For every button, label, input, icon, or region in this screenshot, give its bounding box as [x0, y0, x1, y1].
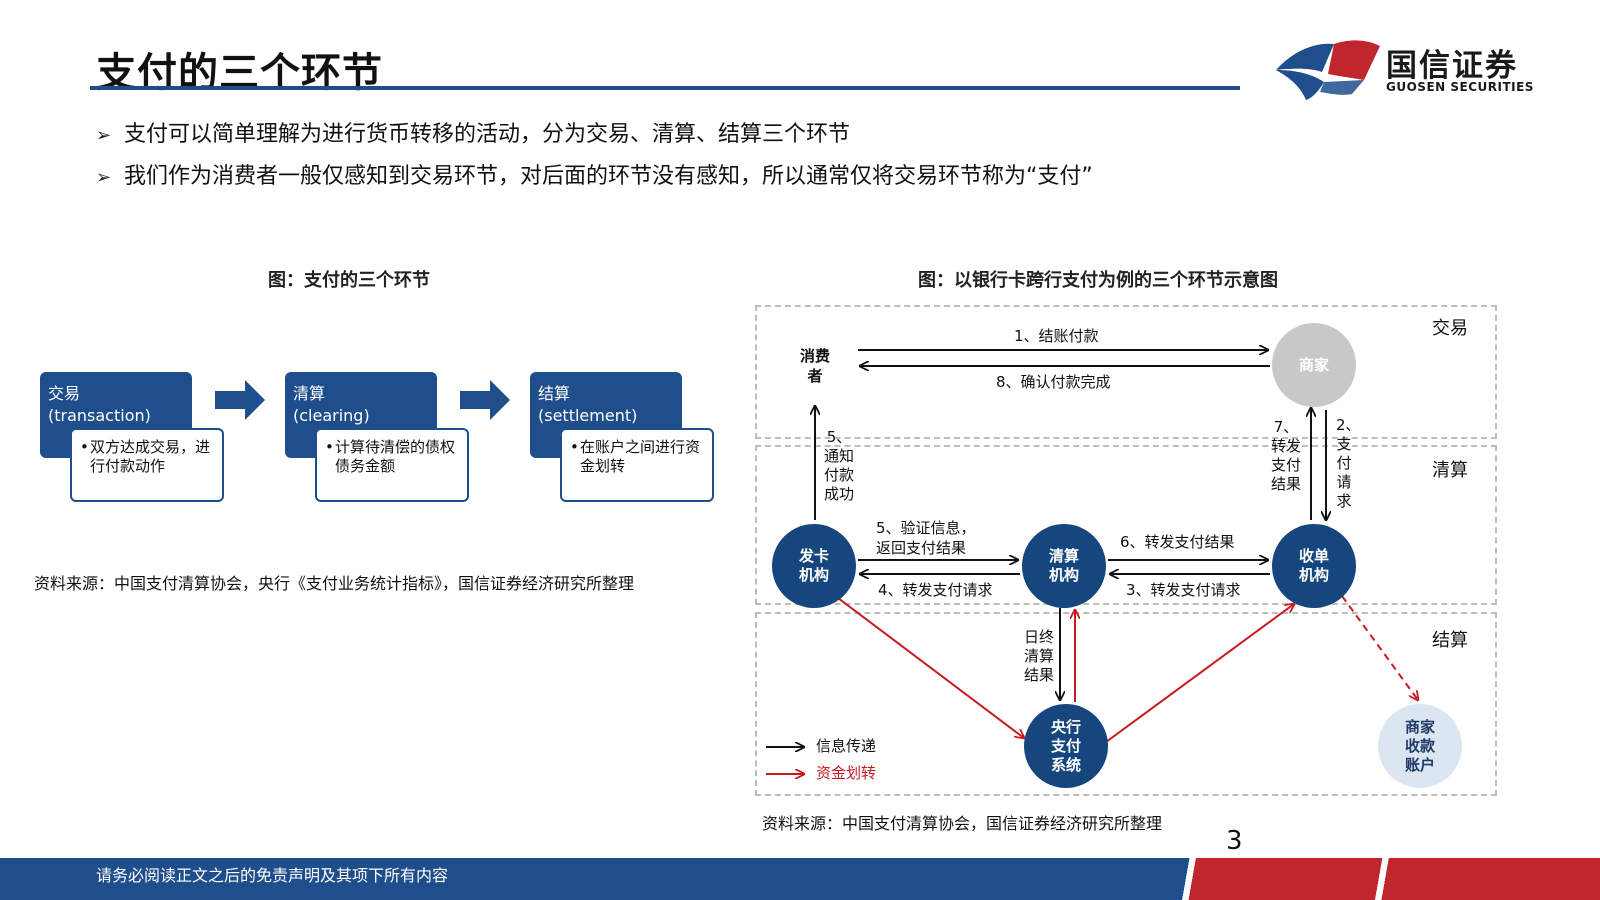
guosen-logo-mark-icon — [1276, 40, 1380, 100]
label-checkout: 1、结账付款 — [1014, 327, 1099, 345]
stage-en: (settlement) — [538, 406, 638, 425]
stage-name: 清算 — [293, 384, 326, 403]
edge-funds-merchant-account — [1341, 595, 1418, 700]
node-merchant: 商家 — [1272, 323, 1356, 407]
region-label-transaction: 交易 — [1432, 318, 1468, 339]
node-merchant-account: 商家收款账户 — [1378, 704, 1462, 788]
left-figure-source: 资料来源：中国支付清算协会，央行《支付业务统计指标》，国信证券经济研究所整理 — [34, 574, 635, 593]
footer-disclaimer: 请务必阅读正文之后的免责声明及其项下所有内容 — [96, 866, 449, 885]
bullet-2: ➢ 我们作为消费者一般仅感知到交易环节，对后面的环节没有感知，所以通常仅将交易环节… — [96, 158, 1093, 190]
logo-name-en: GUOSEN SECURITIES — [1386, 80, 1534, 94]
stage-name: 交易 — [48, 384, 81, 403]
stage-en: (transaction) — [48, 406, 151, 425]
legend-funds-label: 资金划转 — [816, 764, 877, 782]
stage-name: 结算 — [538, 384, 571, 403]
stage-desc: 双方达成交易，进行付款动作 — [70, 428, 224, 502]
bullet-arrow-icon: ➢ — [96, 167, 112, 188]
node-clearing: 清算机构 — [1022, 524, 1106, 608]
title-rule — [90, 86, 1240, 90]
label-verify-line1: 5、验证信息， — [876, 519, 976, 537]
label-forward-result-acquirer: 6、转发支付结果 — [1120, 533, 1235, 551]
edge-funds-issuer-central — [837, 597, 1024, 738]
right-figure-source: 资料来源：中国支付清算协会，国信证券经济研究所整理 — [762, 814, 1163, 833]
label-notify-success: 5、通知付款成功 — [823, 428, 854, 503]
region-settlement — [755, 612, 1497, 796]
region-label-clearing: 清算 — [1432, 460, 1468, 481]
bullet-1: ➢ 支付可以简单理解为进行货币转移的活动，分为交易、清算、结算三个环节 — [96, 116, 850, 148]
node-central: 央行支付系统 — [1024, 704, 1108, 788]
label-eod-result: 日终清算结果 — [1023, 628, 1054, 684]
edge-funds-central-acquirer — [1105, 604, 1294, 743]
footer-bar — [0, 858, 1600, 900]
label-verify-line2: 返回支付结果 — [876, 539, 967, 557]
bullet-2-text: 我们作为消费者一般仅感知到交易环节，对后面的环节没有感知，所以通常仅将交易环节称… — [124, 164, 1093, 189]
label-forward-result-merchant: 7、转发支付结果 — [1270, 418, 1301, 493]
bullet-arrow-icon: ➢ — [96, 125, 112, 146]
stage-en: (clearing) — [293, 406, 370, 425]
logo-name-cn: 国信证券 — [1386, 48, 1518, 84]
label-forward-request-issuer: 4、转发支付请求 — [878, 581, 993, 599]
label-forward-request-clearing: 3、转发支付请求 — [1126, 581, 1241, 599]
page-number: 3 — [1226, 826, 1243, 856]
stage-desc: 计算待清偿的债权债务金额 — [315, 428, 469, 502]
guosen-logo: 国信证券 GUOSEN SECURITIES — [1272, 36, 1572, 100]
node-issuer: 发卡机构 — [772, 524, 856, 608]
node-acquirer: 收单机构 — [1272, 524, 1356, 608]
legend-info-label: 信息传递 — [816, 737, 877, 755]
stage-desc: 在账户之间进行资金划转 — [560, 428, 714, 502]
node-consumer: 消费者 — [799, 347, 830, 385]
left-figure-title: 图：支付的三个环节 — [268, 270, 430, 291]
label-confirm: 8、确认付款完成 — [996, 373, 1111, 391]
region-clearing — [755, 445, 1497, 605]
label-payment-request: 2、支付请求 — [1336, 416, 1361, 510]
region-transaction — [755, 305, 1497, 439]
bullet-1-text: 支付可以简单理解为进行货币转移的活动，分为交易、清算、结算三个环节 — [124, 122, 851, 147]
right-figure-title: 图：以银行卡跨行支付为例的三个环节示意图 — [918, 270, 1278, 291]
right-arrow-icon — [460, 380, 510, 420]
right-arrow-icon — [215, 380, 265, 420]
region-label-settlement: 结算 — [1432, 630, 1468, 651]
